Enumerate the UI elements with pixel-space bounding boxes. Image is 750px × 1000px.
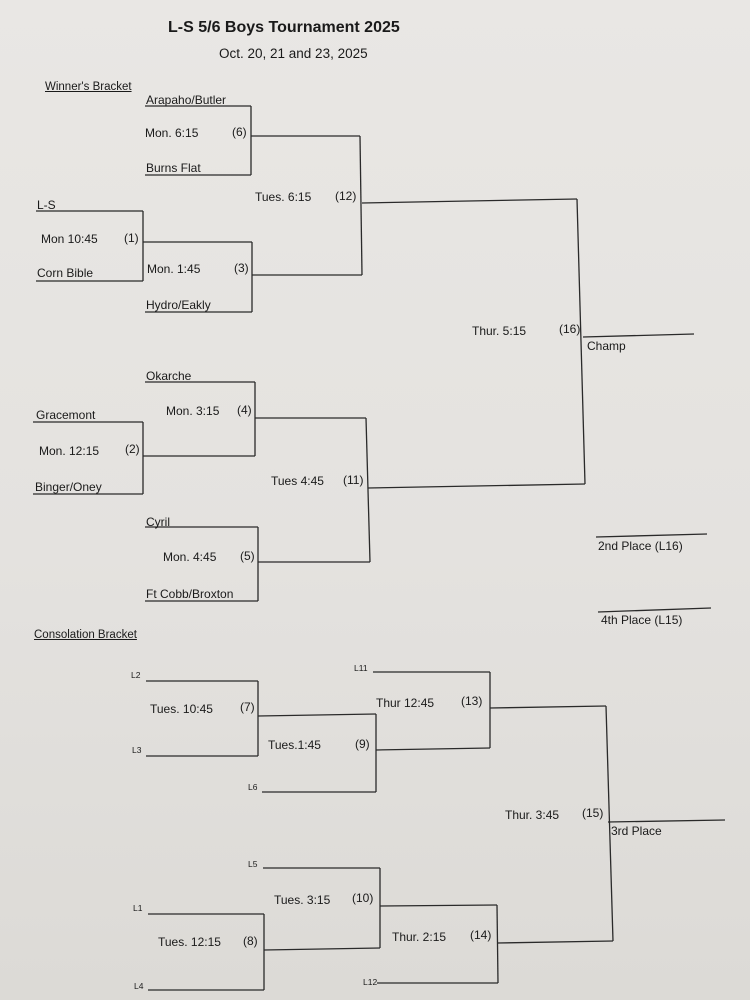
fourth-place-label: 4th Place (L15) <box>601 613 683 627</box>
game-2-number: (2) <box>125 442 140 456</box>
team-corn-bible: Corn Bible <box>37 266 94 280</box>
game-7-time: Tues. 10:45 <box>150 702 213 716</box>
team-okarche: Okarche <box>146 369 192 383</box>
bracket-line <box>359 135 363 276</box>
game-14-number: (14) <box>470 928 492 942</box>
third-place-label: 3rd Place <box>611 824 662 838</box>
slot-l6: L6 <box>248 782 258 792</box>
game-3-number: (3) <box>234 261 249 275</box>
second-place-label: 2nd Place (L16) <box>598 539 683 553</box>
game-15-time: Thur. 3:45 <box>505 808 560 822</box>
game-8-number: (8) <box>243 934 258 948</box>
bracket-line <box>576 198 586 485</box>
game-5-time: Mon. 4:45 <box>163 550 217 564</box>
team-ls: L-S <box>37 198 56 212</box>
tournament-title: L-S 5/6 Boys Tournament 2025 <box>168 19 400 36</box>
game-16-number: (16) <box>559 322 581 336</box>
game-9-number: (9) <box>355 737 370 751</box>
team-arapaho-butler: Arapaho/Butler <box>146 93 227 107</box>
slot-l3: L3 <box>132 745 142 755</box>
game-11-time: Tues 4:45 <box>271 474 324 488</box>
slot-l1: L1 <box>133 903 143 913</box>
tournament-dates: Oct. 20, 21 and 23, 2025 <box>219 46 368 61</box>
team-burns-flat: Burns Flat <box>146 161 201 175</box>
team-cyril: Cyril <box>146 515 170 529</box>
game-6-number: (6) <box>232 125 247 139</box>
game-4-number: (4) <box>237 403 252 417</box>
bracket-line <box>489 705 607 709</box>
bracket-line <box>257 713 377 717</box>
game-12-time: Tues. 6:15 <box>255 190 312 204</box>
bracket-line <box>379 904 498 907</box>
bracket-line <box>367 483 586 489</box>
bracket-line <box>496 940 614 944</box>
game-14-time: Thur. 2:15 <box>392 930 447 944</box>
slot-l5: L5 <box>248 859 258 869</box>
bracket-line <box>605 705 614 942</box>
game-2-time: Mon. 12:15 <box>39 444 100 458</box>
game-5-number: (5) <box>240 549 255 563</box>
game-8-time: Tues. 12:15 <box>158 935 221 949</box>
game-15-number: (15) <box>582 806 604 820</box>
game-13-time: Thur 12:45 <box>376 696 435 710</box>
bracket-line <box>365 417 371 563</box>
bracket-line <box>361 198 578 204</box>
team-ft-cobb-broxton: Ft Cobb/Broxton <box>146 587 234 601</box>
slot-l4: L4 <box>134 981 144 991</box>
game-4-time: Mon. 3:15 <box>166 404 220 418</box>
game-7-number: (7) <box>240 700 255 714</box>
game-10-number: (10) <box>352 891 374 905</box>
champion-label: Champ <box>587 339 626 353</box>
bracket-line <box>607 819 726 823</box>
team-binger-oney: Binger/Oney <box>35 480 102 494</box>
game-9-time: Tues.1:45 <box>268 738 321 752</box>
consolation-bracket-label: Consolation Bracket <box>34 629 137 641</box>
game-11-number: (11) <box>343 473 364 487</box>
game-10-time: Tues. 3:15 <box>274 893 331 907</box>
bracket-line <box>375 747 491 751</box>
slot-l2: L2 <box>131 670 141 680</box>
bracket-line <box>263 947 381 951</box>
game-12-number: (12) <box>335 189 357 203</box>
game-3-time: Mon. 1:45 <box>147 262 201 276</box>
game-6-time: Mon. 6:15 <box>145 126 199 140</box>
winners-bracket-label: Winner's Bracket <box>45 81 132 93</box>
bracket-line <box>597 607 712 613</box>
team-gracemont: Gracemont <box>36 408 96 422</box>
bracket-line <box>595 533 708 538</box>
game-1-time: Mon 10:45 <box>41 232 98 246</box>
team-hydro-eakly: Hydro/Eakly <box>146 298 211 312</box>
bracket-line <box>496 904 499 984</box>
slot-l11: L11 <box>354 663 368 673</box>
game-16-time: Thur. 5:15 <box>472 324 527 338</box>
game-1-number: (1) <box>124 231 139 245</box>
slot-l12: L12 <box>363 977 378 987</box>
bracket-line <box>582 333 695 338</box>
game-13-number: (13) <box>461 694 483 708</box>
